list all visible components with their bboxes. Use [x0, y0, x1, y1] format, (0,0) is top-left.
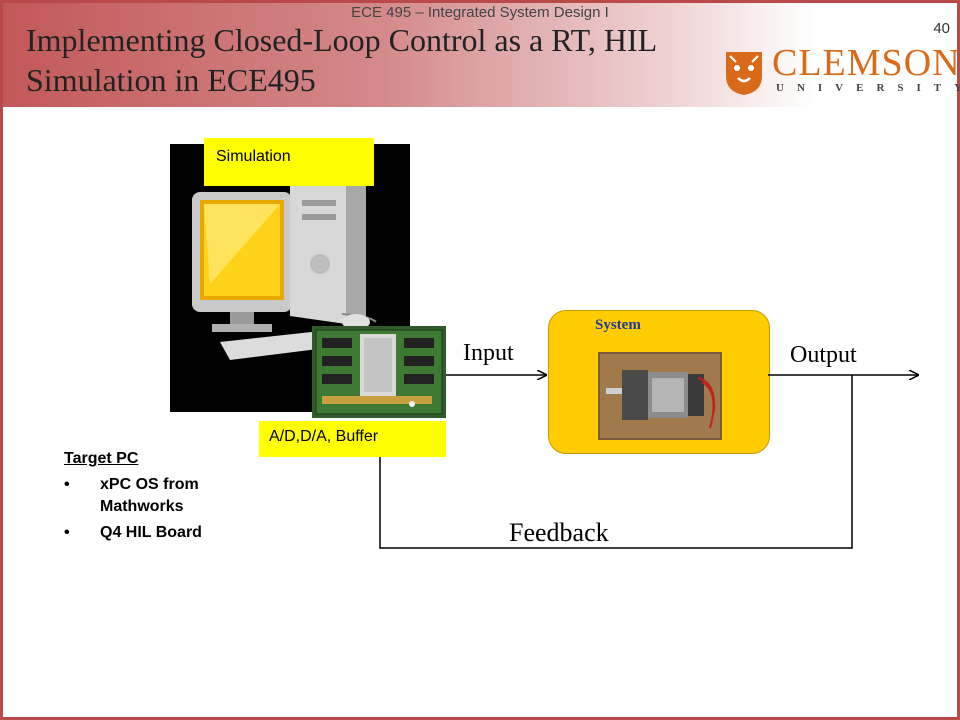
dc-motor-icon [598, 352, 722, 440]
input-label: Input [463, 340, 514, 366]
hil-board-icon [312, 326, 446, 418]
target-pc-list: Target PC xPC OS from Mathworks Q4 HIL B… [64, 450, 284, 548]
feedback-label: Feedback [509, 518, 609, 547]
feedback-line [379, 375, 853, 549]
header-band [3, 3, 957, 107]
tiger-paw-icon [726, 52, 762, 95]
target-pc-items: xPC OS from Mathworks Q4 HIL Board [64, 474, 284, 544]
output-label: Output [790, 342, 857, 368]
clemson-logo: CLEMSON UNIVERSITY [720, 44, 960, 96]
course-title: ECE 495 – Integrated System Design I [351, 4, 609, 21]
simulation-label: Simulation [204, 138, 374, 186]
list-item: xPC OS from Mathworks [64, 474, 284, 518]
title-line-2: Simulation in ECE495 [26, 62, 316, 98]
slide-title: Implementing Closed-Loop Control as a RT… [26, 20, 786, 100]
logo-subtext: UNIVERSITY [776, 82, 960, 94]
page-number: 40 [933, 20, 950, 37]
list-item: Q4 HIL Board [64, 522, 284, 544]
interface-label: A/D,D/A, Buffer [259, 421, 446, 457]
logo-wordmark: CLEMSON [772, 42, 960, 84]
system-label: System [595, 317, 641, 333]
desktop-computer-icon [192, 174, 377, 360]
interface-label-text: A/D,D/A, Buffer [269, 428, 379, 445]
simulation-label-text: Simulation [216, 148, 291, 165]
title-line-1: Implementing Closed-Loop Control as a RT… [26, 22, 658, 58]
target-pc-heading: Target PC [64, 450, 139, 467]
